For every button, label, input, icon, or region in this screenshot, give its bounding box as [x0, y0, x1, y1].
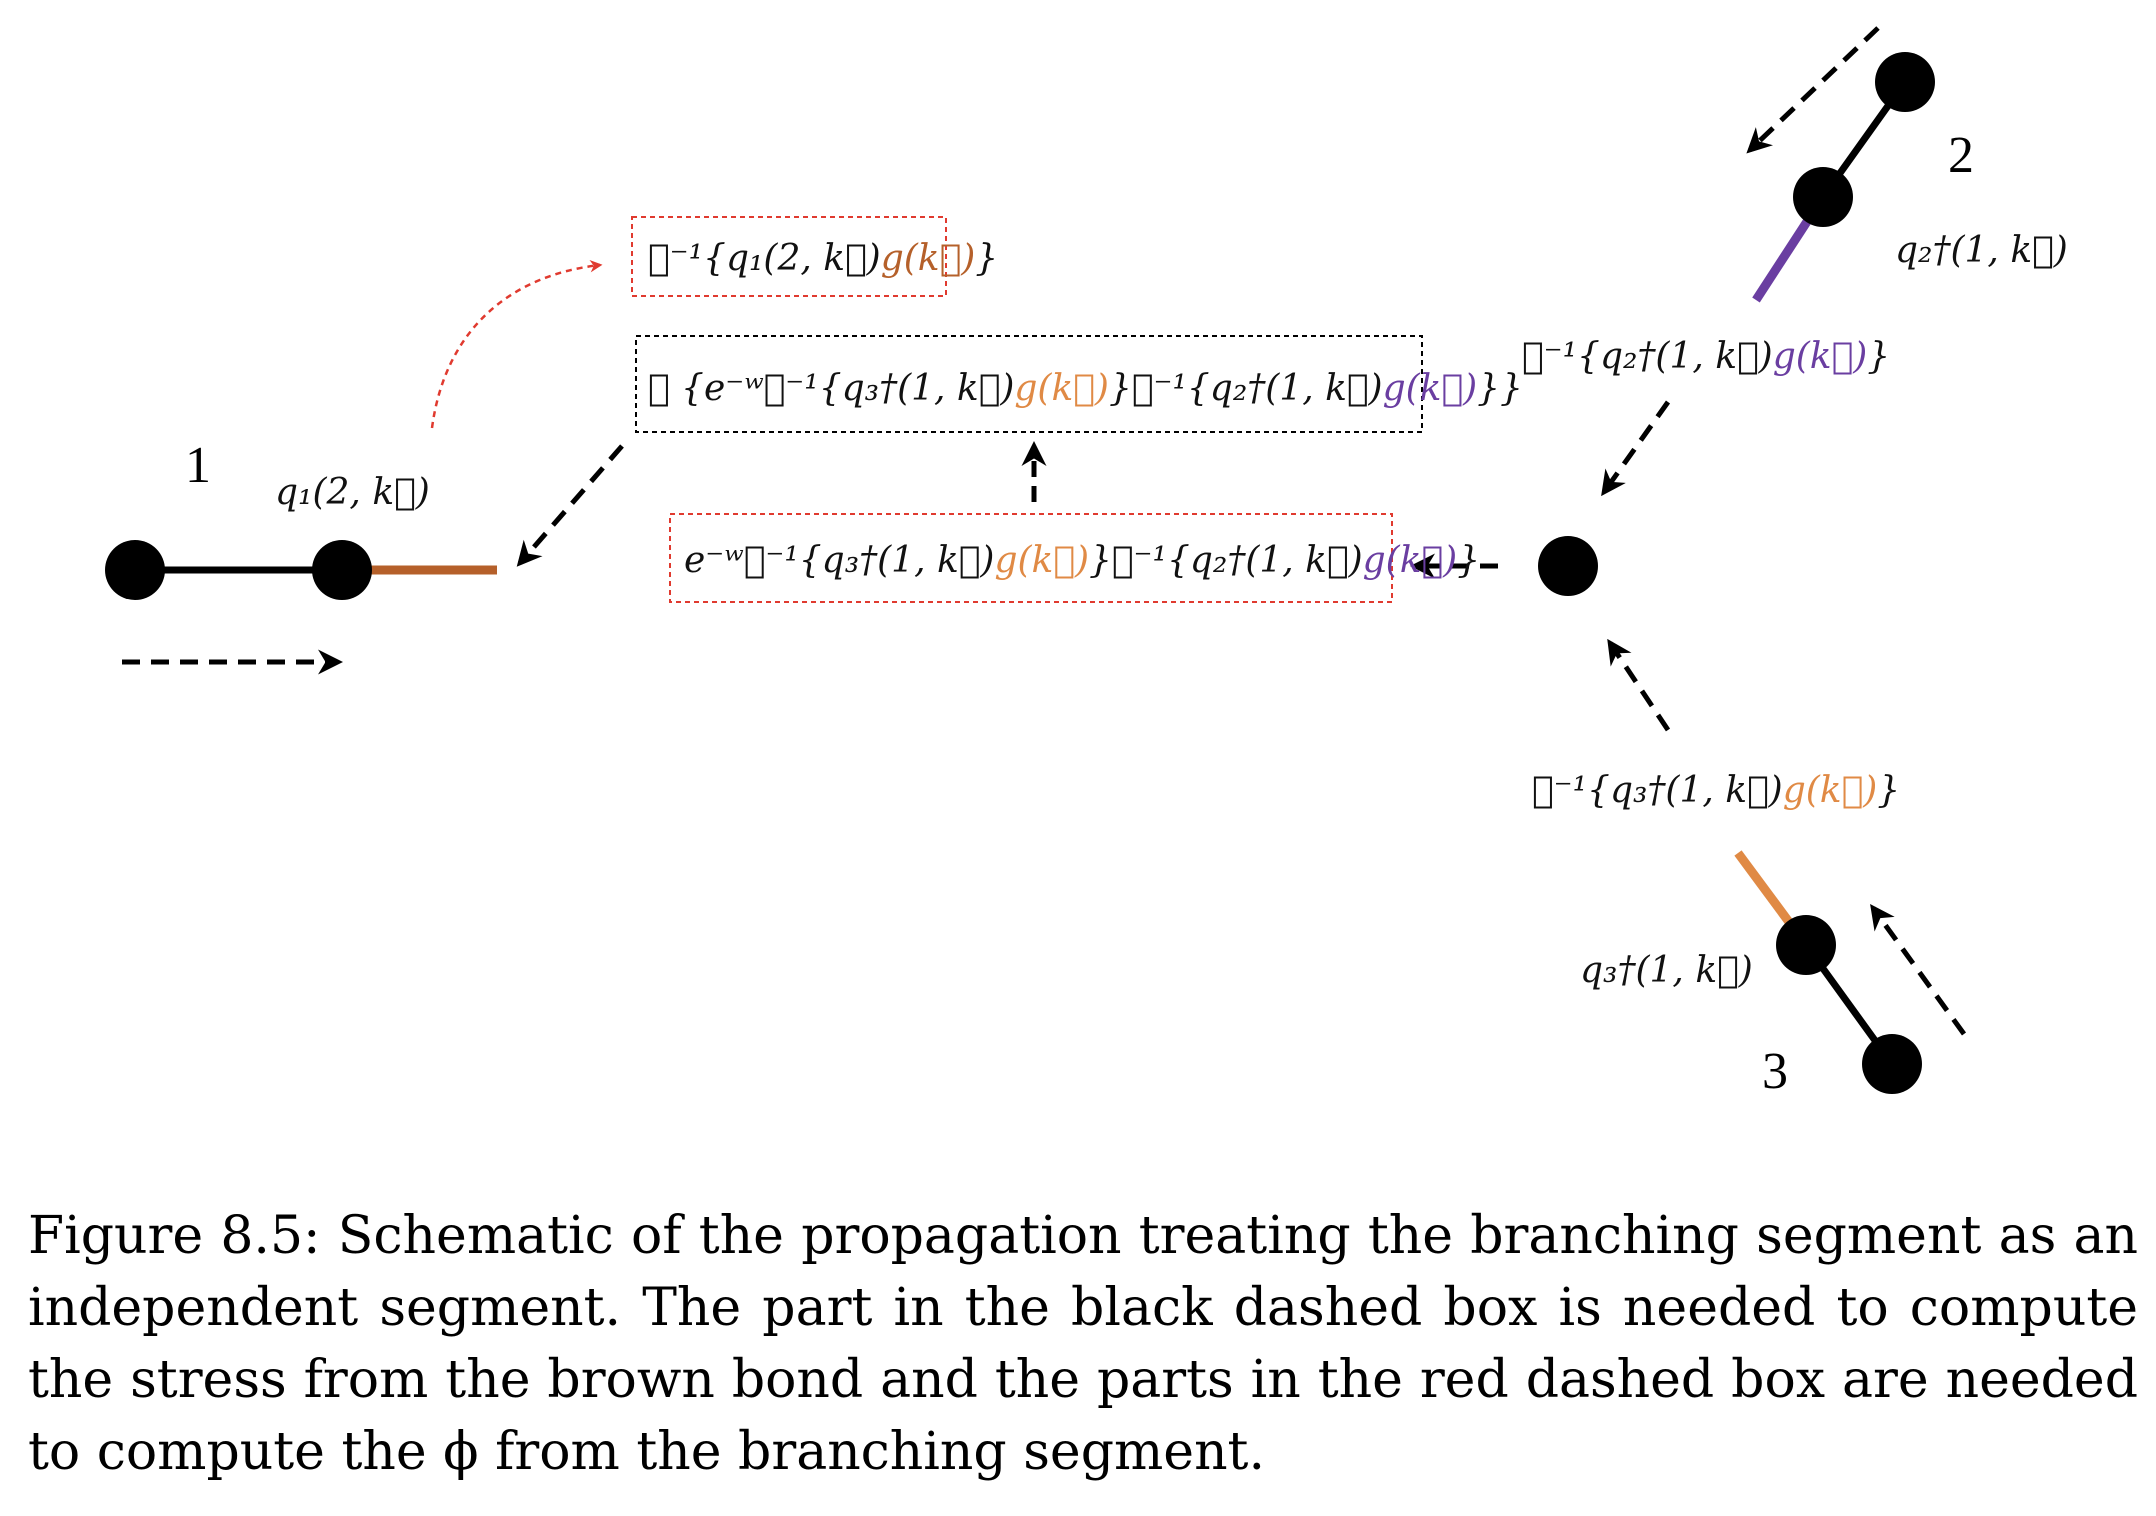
segment-2-bead-end [1875, 52, 1935, 112]
branch-3-to-branch-point-arrow [1607, 638, 1671, 732]
branch-point-bead [1538, 536, 1598, 596]
segment-2-direction-arrow [1746, 26, 1880, 154]
branch-3-expr-part-1: 𝓕⁻¹{q₃†(1, k⃗) [1532, 770, 1783, 811]
mid-red-expr-part-1: e⁻ʷ𝓕⁻¹{q₃†(1, k⃗) [684, 540, 994, 581]
branch-2-expr-part-1: 𝓕⁻¹{q₂†(1, k⃗) [1522, 336, 1773, 377]
mid-red-expr-part-2: }𝓕⁻¹{q₂†(1, k⃗) [1089, 540, 1363, 581]
top-red-g-term: g(k⃗) [881, 238, 976, 279]
top-red-expr-part-2: } [975, 238, 998, 279]
branch-3-expr-part-2: } [1877, 770, 1900, 811]
branch-2-to-branch-point-arrow [1601, 400, 1671, 497]
black-g-term-2: g(k⃗) [1383, 368, 1478, 409]
branch-2-g-term: g(k⃗) [1773, 336, 1868, 377]
mid-red-box-expression: e⁻ʷ𝓕⁻¹{q₃†(1, k⃗)g(k⃗)}𝓕⁻¹{q₂†(1, k⃗)g(k… [684, 540, 1480, 581]
top-red-expr-part-1: 𝓕⁻¹{q₁(2, k⃗) [648, 238, 881, 279]
segment-1-number: 1 [185, 437, 211, 494]
black-expr-part-2: }𝓕⁻¹{q₂†(1, k⃗) [1109, 368, 1383, 409]
top-red-box: 𝓕⁻¹{q₁(2, k⃗)g(k⃗)} [631, 216, 998, 297]
mid-red-box: e⁻ʷ𝓕⁻¹{q₃†(1, k⃗)g(k⃗)}𝓕⁻¹{q₂†(1, k⃗)g(k… [669, 513, 1480, 603]
branch-2-expression: 𝓕⁻¹{q₂†(1, k⃗)g(k⃗)} [1522, 336, 1890, 377]
segment-3: 3 q₃†(1, k⃗) [1580, 850, 1967, 1100]
segment-3-direction-arrow [1870, 903, 1967, 1036]
mid-red-g-term-2: g(k⃗) [1363, 540, 1458, 581]
segment-2: 2 q₂†(1, k⃗) [1746, 26, 2068, 303]
branch-3-g-term: g(k⃗) [1783, 770, 1878, 811]
mid-red-box-frame [669, 513, 1393, 603]
red-curved-arrow [430, 259, 603, 429]
segment-3-bead-end [1862, 1034, 1922, 1094]
black-box: 𝓕 {e⁻ʷ𝓕⁻¹{q₃†(1, k⃗)g(k⃗)}𝓕⁻¹{q₂†(1, k⃗)… [635, 335, 1523, 433]
figure-caption: Figure 8.5: Schematic of the propagation… [28, 1206, 2138, 1482]
segment-3-bead-junction [1776, 915, 1836, 975]
segment-3-number: 3 [1762, 1043, 1788, 1100]
top-red-box-expression: 𝓕⁻¹{q₁(2, k⃗)g(k⃗)} [648, 238, 998, 279]
black-expr-part-3: }} [1477, 368, 1523, 409]
segment-1-bead-junction [312, 540, 372, 600]
black-g-term-1: g(k⃗) [1014, 368, 1109, 409]
mid-red-expr-part-3: } [1457, 540, 1480, 581]
branch-3-expression: 𝓕⁻¹{q₃†(1, k⃗)g(k⃗)} [1532, 770, 1900, 811]
black-box-expression: 𝓕 {e⁻ʷ𝓕⁻¹{q₃†(1, k⃗)g(k⃗)}𝓕⁻¹{q₂†(1, k⃗)… [648, 368, 1523, 409]
fourier-to-brown-bond-arrow [516, 444, 624, 567]
q1-label: q₁(2, k⃗) [275, 472, 430, 513]
segment-1-bead-end [105, 540, 165, 600]
black-expr-part-1: 𝓕 {e⁻ʷ𝓕⁻¹{q₃†(1, k⃗) [648, 368, 1014, 409]
q2-label: q₂†(1, k⃗) [1895, 230, 2068, 271]
mid-red-g-term-1: g(k⃗) [994, 540, 1089, 581]
branch-2-expr-part-2: } [1867, 336, 1890, 377]
segment-1: 1 q₁(2, k⃗) [105, 437, 497, 675]
segment-2-number: 2 [1948, 127, 1974, 184]
q3-label: q₃†(1, k⃗) [1580, 950, 1753, 991]
segment-2-bead-junction [1793, 167, 1853, 227]
top-red-box-frame [631, 216, 947, 297]
